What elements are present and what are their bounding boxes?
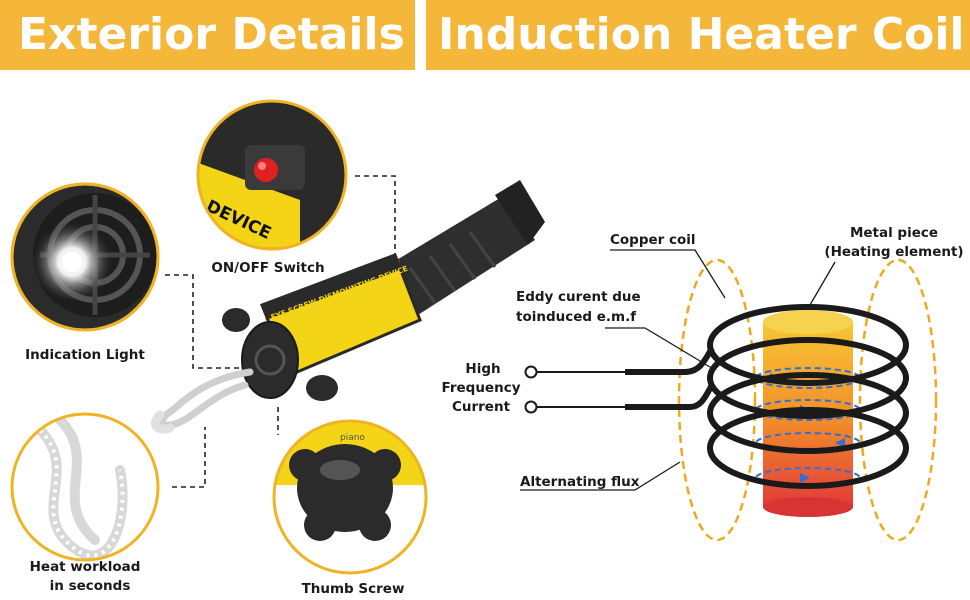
terminal-2 [524, 400, 538, 414]
heat-workload-detail [10, 412, 160, 562]
label-heat-workload-line1: Heat workload [30, 559, 141, 575]
label-high-frequency-line3: Current [452, 399, 511, 415]
label-thumb-screw: Thumb Screw [302, 581, 405, 597]
leader-lines [520, 249, 836, 491]
label-indication-light: Indication Light [25, 347, 145, 363]
callout-connectors [165, 175, 396, 488]
cap-text: piano [340, 433, 365, 443]
label-metal-piece-line2: (Heating element) [824, 244, 963, 260]
label-eddy-current-line2: toinduced e.m.f [516, 309, 636, 325]
flux-field-lines [677, 258, 938, 542]
label-alternating-flux: Alternating flux [520, 474, 640, 490]
label-heat-workload-line2: in seconds [50, 578, 131, 594]
lead-wires-thin [537, 371, 625, 408]
terminal-1 [524, 365, 538, 379]
label-on-off-switch: ON/OFF Switch [211, 260, 324, 276]
lead-wires [625, 346, 715, 410]
label-copper-coil: Copper coil [610, 232, 696, 248]
label-metal-piece-line1: Metal piece [850, 225, 938, 241]
banner-induction-heater-coil: Induction Heater Coil [426, 0, 970, 70]
thumb-screw-detail: piano [272, 419, 428, 575]
induction-heater-device: EYE SCREW DISMOUNTING DEVICE [151, 180, 545, 434]
on-off-switch-detail: DEVICE [196, 99, 348, 251]
label-high-frequency-line1: High [465, 361, 500, 377]
banner-exterior-details: Exterior Details [0, 0, 415, 70]
label-eddy-current-line1: Eddy curent due [516, 289, 641, 305]
indication-light-detail [10, 182, 160, 332]
copper-coil [707, 304, 909, 489]
label-high-frequency-line2: Frequency [441, 380, 520, 396]
